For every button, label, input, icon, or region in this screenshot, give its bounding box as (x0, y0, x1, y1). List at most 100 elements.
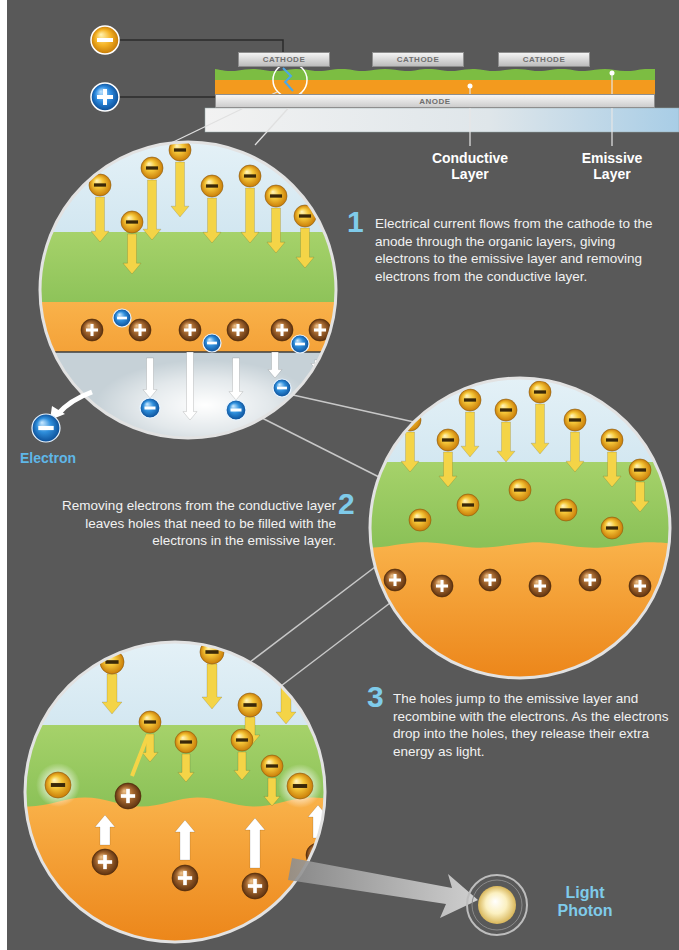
flow-arrow (229, 358, 243, 400)
step-text: Removing electrons from the conductive l… (60, 497, 336, 550)
electron (239, 165, 261, 187)
minus-sign (207, 342, 217, 345)
minus-sign (534, 390, 546, 393)
free-electron (203, 334, 221, 352)
electron (238, 693, 262, 717)
plus-sign (316, 848, 319, 861)
current-arrow (264, 778, 280, 806)
minus-sign (94, 183, 106, 186)
plus-sign (280, 324, 283, 336)
minus-sign (299, 214, 311, 217)
current-arrow (178, 754, 194, 782)
zoom-line (262, 418, 379, 477)
minus-sign (180, 740, 192, 743)
layer-label: Emissive Layer (571, 150, 653, 182)
emissive-layer (30, 232, 346, 438)
minus-sign (634, 468, 646, 471)
minus-sign (206, 184, 218, 187)
current-arrow (91, 197, 109, 242)
free-electron (113, 309, 131, 327)
hole (271, 319, 293, 341)
photon-ring (467, 875, 527, 935)
free-electron (140, 398, 160, 418)
step-text: The holes jump to the emissive layer and… (393, 690, 671, 760)
minus-sign (279, 670, 292, 674)
hole (479, 569, 501, 591)
minus-sign (117, 317, 127, 320)
zoom-lens (15, 640, 335, 942)
current-arrow (497, 422, 515, 462)
plus-sign (638, 580, 641, 592)
current-arrow (267, 208, 285, 253)
plus-sign (538, 580, 541, 592)
layer-name: CATHODE (397, 55, 439, 64)
plus-sign (126, 789, 130, 803)
layer-name: ANODE (419, 97, 450, 106)
plus-sign (103, 855, 107, 869)
minus-sign (243, 703, 256, 707)
exit-arrow (58, 392, 92, 414)
minus-sign (464, 398, 476, 401)
minus-sign (462, 503, 474, 506)
minus-sign (569, 418, 581, 421)
magnifier (273, 63, 307, 97)
electron (287, 773, 313, 799)
minus-sign (205, 650, 218, 654)
plus-sign (183, 871, 187, 885)
current-arrow (531, 404, 549, 454)
electron (274, 660, 298, 684)
current-arrow (203, 198, 221, 243)
zoom-line (250, 567, 375, 662)
layer-name: CATHODE (523, 55, 565, 64)
electron (265, 185, 287, 207)
step-number: 1 (347, 207, 373, 237)
recombination-glow (278, 764, 322, 808)
free-electron (291, 335, 309, 353)
current-arrow (143, 180, 161, 240)
minus-sign (236, 738, 248, 741)
current-arrow (241, 188, 259, 243)
hole (629, 575, 651, 597)
electron (529, 381, 551, 403)
leader-dot (610, 71, 615, 76)
plus-sign (311, 853, 324, 856)
hole (129, 319, 151, 341)
current-arrow (296, 228, 314, 268)
substrate (205, 108, 679, 132)
minus-sign (560, 508, 572, 511)
current-arrow (171, 162, 189, 217)
emissive-layer (15, 725, 335, 942)
minus-sign (51, 783, 65, 787)
emissive-layer (360, 462, 679, 678)
hole (431, 575, 453, 597)
flow-arrow (268, 352, 282, 378)
minus-sign (174, 148, 186, 151)
cathode-plate: CATHODE (238, 52, 330, 67)
hole (579, 569, 601, 591)
free-electron (273, 379, 291, 397)
plus-sign (253, 879, 257, 893)
conductive-layer (360, 542, 679, 678)
left-margin (0, 0, 7, 950)
photon-label: Light Photon (540, 884, 630, 921)
step-number: 3 (367, 682, 393, 712)
layer-label: Conductive Layer (420, 150, 520, 182)
free-electron (226, 400, 246, 420)
current-arrow (603, 452, 621, 487)
current-arrow (202, 664, 222, 709)
plus-sign (318, 324, 321, 336)
electron (139, 711, 161, 733)
current-arrow (461, 412, 479, 457)
negative-terminal (91, 26, 119, 54)
conductive-layer (15, 797, 335, 942)
minus-sign (295, 343, 305, 346)
lens-ring (370, 378, 670, 678)
plus-sign (236, 324, 239, 336)
hole (115, 783, 141, 809)
minus-sign (414, 518, 426, 521)
photon (478, 886, 516, 924)
hole (384, 569, 406, 591)
current-arrow (102, 674, 122, 714)
recombination-glow (36, 763, 80, 807)
zoom-lens (30, 139, 346, 450)
